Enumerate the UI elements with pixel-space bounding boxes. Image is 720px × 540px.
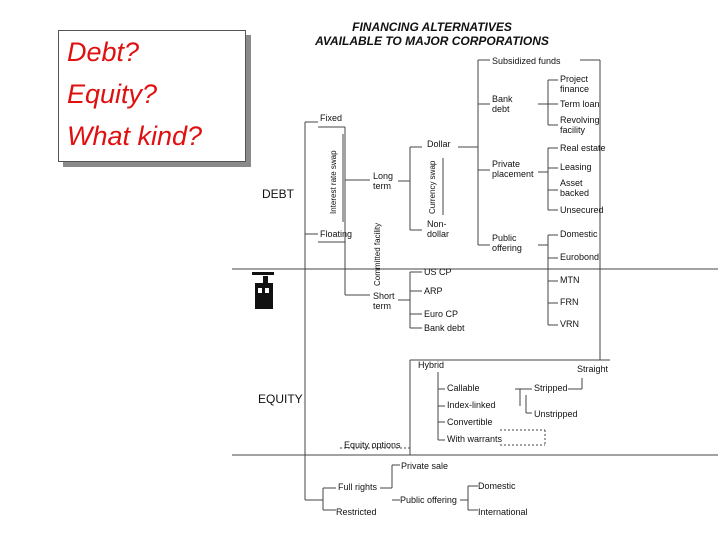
straight-label: Straight <box>577 364 609 374</box>
public-offering-equity-label: Public offering <box>400 495 457 505</box>
asset-backed-label-2: backed <box>560 188 589 198</box>
unstripped-label: Unstripped <box>534 409 578 419</box>
domestic-equity-label: Domestic <box>478 481 516 491</box>
arp-label: ARP <box>424 286 443 296</box>
project-finance-label-2: finance <box>560 84 589 94</box>
international-label: International <box>478 507 528 517</box>
short-term-label-1: Short <box>373 291 395 301</box>
revolving-facility-label-1: Revolving <box>560 115 600 125</box>
bank-debt-label-1: Bank <box>492 94 513 104</box>
public-offering-label-2: offering <box>492 243 522 253</box>
factory-icon <box>252 272 274 309</box>
short-term-label-2: term <box>373 301 391 311</box>
long-term-label-1: Long <box>373 171 393 181</box>
non-dollar-label-1: Non- <box>427 219 447 229</box>
term-loan-label: Term loan <box>560 99 600 109</box>
private-placement-label-1: Private <box>492 159 520 169</box>
convertible-label: Convertible <box>447 417 493 427</box>
full-rights-label: Full rights <box>338 482 378 492</box>
leasing-label: Leasing <box>560 162 592 172</box>
with-warrants-label: With warrants <box>447 434 503 444</box>
dollar-label: Dollar <box>427 139 451 149</box>
diagram-title-line1: FINANCING ALTERNATIVES <box>352 20 512 34</box>
equity-label: EQUITY <box>258 392 303 406</box>
vrn-label: VRN <box>560 319 579 329</box>
domestic-label: Domestic <box>560 229 598 239</box>
callout-what-kind: What kind? <box>67 121 203 151</box>
equity-options-label: Equity options <box>344 440 401 450</box>
long-term-label-2: term <box>373 181 391 191</box>
private-sale-label: Private sale <box>401 461 448 471</box>
currency-swap-label: Currency swap <box>428 160 437 214</box>
bank-debt-label-2: debt <box>492 104 510 114</box>
unsecured-label: Unsecured <box>560 205 604 215</box>
debt-label: DEBT <box>262 187 295 201</box>
revolving-facility-label-2: facility <box>560 125 586 135</box>
callable-label: Callable <box>447 383 480 393</box>
asset-backed-label-1: Asset <box>560 178 583 188</box>
restricted-label: Restricted <box>336 507 377 517</box>
diagram-title-line2: AVAILABLE TO MAJOR CORPORATIONS <box>314 34 549 48</box>
real-estate-label: Real estate <box>560 143 606 153</box>
us-cp-label: US CP <box>424 267 452 277</box>
euro-cp-label: Euro CP <box>424 309 458 319</box>
public-offering-label-1: Public <box>492 233 517 243</box>
hybrid-label: Hybrid <box>418 360 444 370</box>
committed-facility-label: Committed facility <box>373 223 382 286</box>
question-callout: Debt? Equity? What kind? <box>58 30 246 162</box>
bank-debt-lower-label: Bank debt <box>424 323 465 333</box>
private-placement-label-2: placement <box>492 169 534 179</box>
fixed-label: Fixed <box>320 113 342 123</box>
callout-debt: Debt? <box>67 37 140 67</box>
stripped-label: Stripped <box>534 383 568 393</box>
eurobond-label: Eurobond <box>560 252 599 262</box>
index-linked-label: Index-linked <box>447 400 496 410</box>
floating-label: Floating <box>320 229 352 239</box>
mtn-label: MTN <box>560 275 580 285</box>
frn-label: FRN <box>560 297 579 307</box>
non-dollar-label-2: dollar <box>427 229 449 239</box>
project-finance-label-1: Project <box>560 74 589 84</box>
callout-equity: Equity? <box>67 79 158 109</box>
interest-rate-swap-label: Interest rate swap <box>329 150 338 214</box>
subsidized-funds-label: Subsidized funds <box>492 56 561 66</box>
